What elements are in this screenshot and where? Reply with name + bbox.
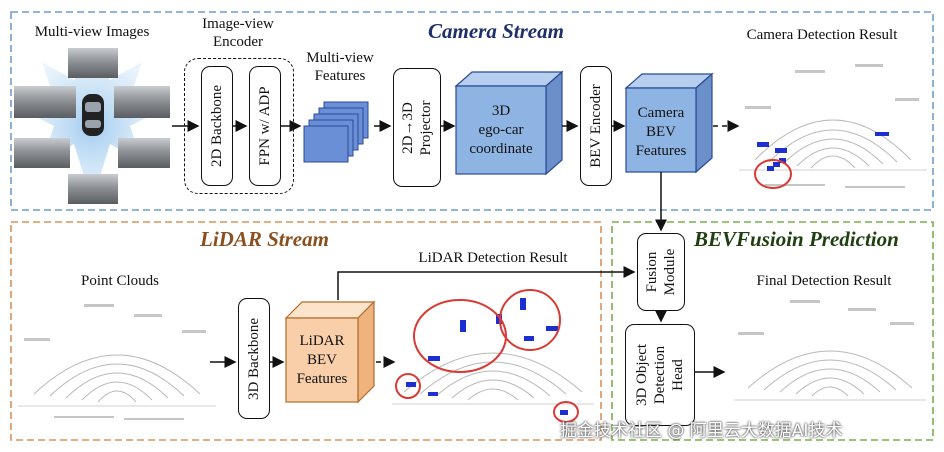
lidar-bev-cube <box>284 300 376 404</box>
bev-encoder-box: BEV Encoder <box>580 66 612 186</box>
lidar-bev-label-line2: BEV <box>307 352 337 368</box>
lidar-bev-label-line3: Features <box>296 371 348 387</box>
camera-detection-result-label: Camera Detection Result <box>746 27 898 43</box>
lidar-detection-boxes <box>406 298 568 415</box>
camera-detection-highlight <box>754 159 792 189</box>
camera-bev-label-line3: Features <box>635 143 687 159</box>
lidar-bev-label: LiDAR BEV Features <box>286 332 358 389</box>
arrow-lidar-bev-to-fusion <box>337 266 636 300</box>
lidar-highlight-bottom <box>553 401 579 423</box>
camera-image-back-right <box>118 138 170 168</box>
final-detection-pointcloud <box>734 300 926 401</box>
multi-view-features-label: Multi-view Features <box>302 49 378 85</box>
camera-bev-label-line2: BEV <box>646 124 676 140</box>
lidar-highlight-large <box>413 299 507 373</box>
image-view-encoder-label: Image-view Encoder <box>178 15 298 51</box>
camera-stream-title: Camera Stream <box>428 19 564 43</box>
lidar-stream-title: LiDAR Stream <box>200 227 329 251</box>
lidar-bev-label-line1: LiDAR <box>299 333 345 349</box>
fusion-region <box>611 221 934 441</box>
ego-car-label-line3: coordinate <box>469 141 533 157</box>
features-label-line2: Features <box>314 68 366 84</box>
fusion-module-box: Fusion Module <box>637 233 685 311</box>
lidar-detection-result-label: LiDAR Detection Result <box>418 250 568 266</box>
car-icon <box>82 94 104 136</box>
point-clouds-label: Point Clouds <box>81 273 159 289</box>
encoder-label-line1: Image-view <box>202 16 274 32</box>
final-detection-result-label: Final Detection Result <box>756 273 892 289</box>
multi-view-images-graphic <box>14 48 170 204</box>
features-label-line1: Multi-view <box>306 50 374 66</box>
camera-image-front <box>68 48 118 78</box>
ego-car-label-line2: ego-car <box>478 122 524 138</box>
camera-bev-cube <box>624 72 714 174</box>
camera-image-front-right <box>114 86 170 118</box>
camera-detection-boxes <box>757 132 889 171</box>
ego-car-cube <box>454 70 564 176</box>
camera-image-back <box>68 174 118 204</box>
backbone-3d-box: 3D Backbone <box>238 298 270 419</box>
multi-view-images-label: Multi-view Images <box>34 24 150 40</box>
detection-head-box: 3D Object Detection Head <box>625 324 695 426</box>
fusion-title: BEVFusioin Prediction <box>694 227 899 251</box>
camera-image-back-left <box>14 138 70 168</box>
watermark: 掘金技术社区 @ 阿里云大数据AI技术 <box>560 421 843 441</box>
lidar-highlight-right <box>499 289 561 351</box>
encoder-label-line2: Encoder <box>213 34 263 50</box>
ego-car-label: 3D ego-car coordinate <box>456 102 546 159</box>
lidar-detection-pointcloud <box>392 289 594 423</box>
camera-stream-region <box>10 11 934 211</box>
backbone-2d-box: 2D Backbone <box>201 66 233 186</box>
fpn-adp-box: FPN w/ ADP <box>249 66 281 186</box>
camera-bev-label-line1: Camera <box>637 105 685 121</box>
camera-image-front-left <box>14 86 76 118</box>
lidar-stream-region <box>10 221 602 441</box>
camera-detection-pointcloud <box>739 64 927 189</box>
point-clouds-graphic <box>18 304 216 420</box>
multi-view-features-stack <box>303 101 369 163</box>
lidar-highlight-left <box>395 373 421 399</box>
camera-bev-label: Camera BEV Features <box>626 104 696 161</box>
ego-car-label-line1: 3D <box>491 103 511 119</box>
projector-box: 2D→3D Projector <box>393 68 441 187</box>
